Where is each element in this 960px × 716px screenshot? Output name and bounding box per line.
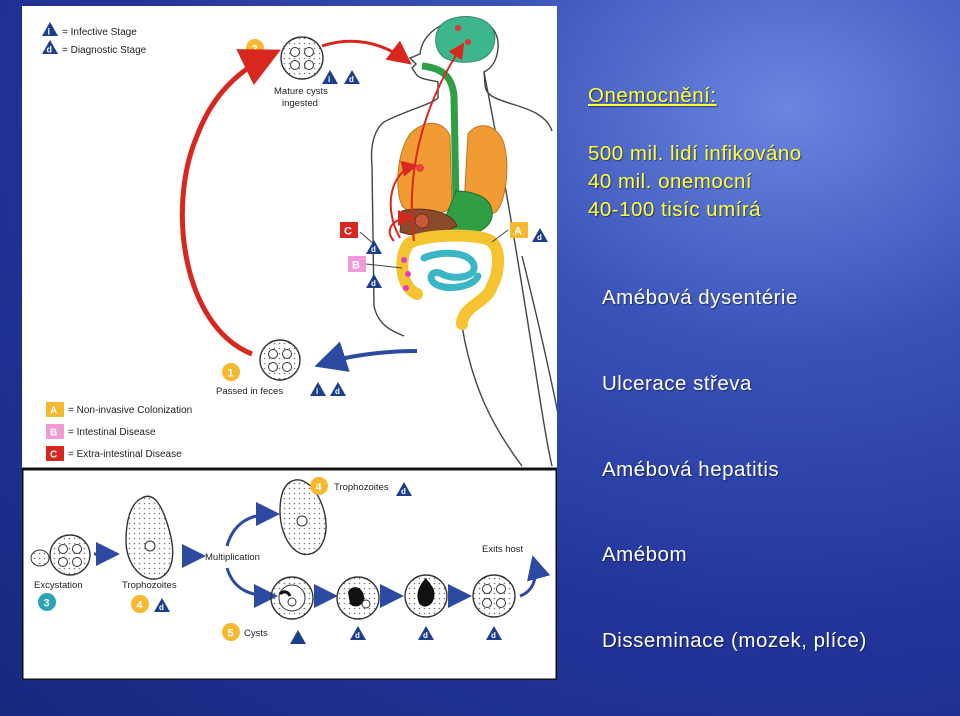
exit-arrow bbox=[519, 555, 551, 598]
spread-arrow-brain bbox=[410, 42, 465, 242]
heading: Onemocnění: bbox=[588, 84, 717, 107]
spread-arrow-lung bbox=[389, 160, 418, 239]
svg-text:5: 5 bbox=[228, 628, 234, 640]
svg-text:i: i bbox=[316, 387, 318, 396]
brain bbox=[435, 16, 496, 63]
svg-text:= Intestinal Disease: = Intestinal Disease bbox=[68, 427, 156, 438]
svg-text:d: d bbox=[47, 45, 53, 55]
svg-text:ingested: ingested bbox=[282, 98, 318, 109]
svg-text:4: 4 bbox=[316, 482, 323, 494]
legend-extraintestinal: C = Extra-intestinal Disease bbox=[46, 446, 182, 461]
badge-b: B d bbox=[348, 256, 403, 288]
legend-noninvasive: A = Non-invasive Colonization bbox=[46, 402, 192, 417]
cyst-stage-3: d bbox=[404, 574, 448, 640]
stat-sick: 40 mil. onemocní bbox=[588, 170, 753, 193]
step-3-excystation: Excystation 3 bbox=[30, 534, 91, 611]
svg-text:Mature cysts: Mature cysts bbox=[274, 86, 328, 97]
svg-text:d: d bbox=[287, 635, 292, 644]
svg-text:1: 1 bbox=[228, 368, 234, 380]
svg-text:Excystation: Excystation bbox=[34, 580, 83, 591]
intestinal-lesion bbox=[401, 257, 407, 263]
brain-lesion-2 bbox=[465, 39, 471, 45]
svg-text:2: 2 bbox=[252, 44, 258, 56]
svg-text:3: 3 bbox=[44, 598, 50, 610]
svg-text:d: d bbox=[159, 603, 164, 612]
svg-text:C: C bbox=[50, 450, 57, 461]
svg-text:A: A bbox=[514, 226, 522, 238]
step-4-trophozoites-2: 4 Trophozoites d bbox=[279, 477, 412, 556]
svg-text:i: i bbox=[48, 27, 51, 37]
cyst-stage-1: d bbox=[270, 576, 314, 644]
human-body-outline bbox=[370, 17, 557, 467]
svg-text:4: 4 bbox=[137, 600, 144, 612]
svg-text:B: B bbox=[352, 260, 360, 272]
ingestion-arrow bbox=[321, 39, 412, 65]
svg-text:d: d bbox=[401, 487, 406, 496]
esophagus bbox=[421, 62, 460, 207]
item-ulceration: Ulcerace střeva bbox=[602, 372, 752, 395]
item-ameboma: Amébom bbox=[602, 543, 688, 566]
spread-arrow-liver bbox=[388, 210, 414, 242]
legend-infective: i = Infective Stage bbox=[42, 22, 137, 38]
large-intestine bbox=[396, 229, 504, 330]
liver-abscess bbox=[414, 213, 430, 229]
svg-text:= Extra-intestinal Disease: = Extra-intestinal Disease bbox=[68, 449, 182, 460]
svg-text:= Non-invasive Colonization: = Non-invasive Colonization bbox=[68, 405, 192, 416]
amoebiasis-life-cycle-diagram: i = Infective Stage d = Diagnostic Stage… bbox=[22, 6, 557, 680]
brain-lesion bbox=[455, 25, 461, 31]
svg-text:d: d bbox=[349, 75, 354, 84]
step-2-mature-cysts: 2 Mature cysts ingested i d bbox=[246, 36, 360, 109]
legend-diagnostic: d = Diagnostic Stage bbox=[42, 40, 147, 56]
item-hepatitis: Amébová hepatitis bbox=[602, 458, 780, 481]
intestinal-lesion-3 bbox=[403, 285, 409, 291]
stat-deaths: 40-100 tisíc umírá bbox=[588, 198, 762, 221]
badge-a: A d bbox=[491, 222, 548, 243]
svg-text:d: d bbox=[371, 279, 376, 288]
small-intestine bbox=[420, 249, 482, 292]
svg-text:B: B bbox=[50, 428, 57, 439]
svg-text:Trophozoites: Trophozoites bbox=[334, 482, 389, 493]
badge-c: C d bbox=[340, 222, 382, 254]
step-5-cysts: 5 Cysts bbox=[222, 623, 268, 641]
lung-lesion bbox=[416, 164, 424, 172]
legend-infective-label: = Infective Stage bbox=[62, 27, 137, 38]
step-1-passed-in-feces: 1 Passed in feces i d bbox=[216, 339, 346, 397]
legend-diagnostic-label: = Diagnostic Stage bbox=[62, 45, 147, 56]
transmission-arc bbox=[179, 49, 281, 357]
exits-host-label: Exits host bbox=[482, 544, 524, 555]
step-4-trophozoites: Trophozoites 4 d bbox=[122, 495, 177, 613]
svg-text:C: C bbox=[344, 226, 352, 238]
item-dissemination: Disseminace (mozek, plíce) bbox=[602, 629, 867, 652]
svg-text:d: d bbox=[423, 631, 428, 640]
svg-text:Trophozoites: Trophozoites bbox=[122, 580, 177, 591]
svg-text:d: d bbox=[537, 233, 542, 242]
arrow-mult-to-tropho bbox=[225, 502, 280, 547]
svg-text:i: i bbox=[328, 75, 330, 84]
legend-intestinal: B = Intestinal Disease bbox=[46, 424, 156, 439]
svg-text:A: A bbox=[50, 406, 57, 417]
cyst-stage-2: d bbox=[336, 576, 380, 640]
item-amoebic-dysentery: Amébová dysentérie bbox=[602, 286, 798, 309]
intestinal-lesion-2 bbox=[405, 271, 411, 277]
excretion-arrow bbox=[314, 341, 418, 372]
stat-infected: 500 mil. lidí infikováno bbox=[588, 142, 802, 165]
svg-text:Passed in feces: Passed in feces bbox=[216, 386, 283, 397]
cyst-stage-4: d bbox=[472, 574, 516, 640]
svg-text:d: d bbox=[335, 387, 340, 396]
multiplication-label: Multiplication bbox=[205, 552, 260, 563]
svg-text:d: d bbox=[355, 631, 360, 640]
svg-text:d: d bbox=[371, 245, 376, 254]
svg-text:Cysts: Cysts bbox=[244, 628, 268, 639]
svg-text:d: d bbox=[491, 631, 496, 640]
arrow-mult-to-cysts bbox=[225, 567, 278, 608]
